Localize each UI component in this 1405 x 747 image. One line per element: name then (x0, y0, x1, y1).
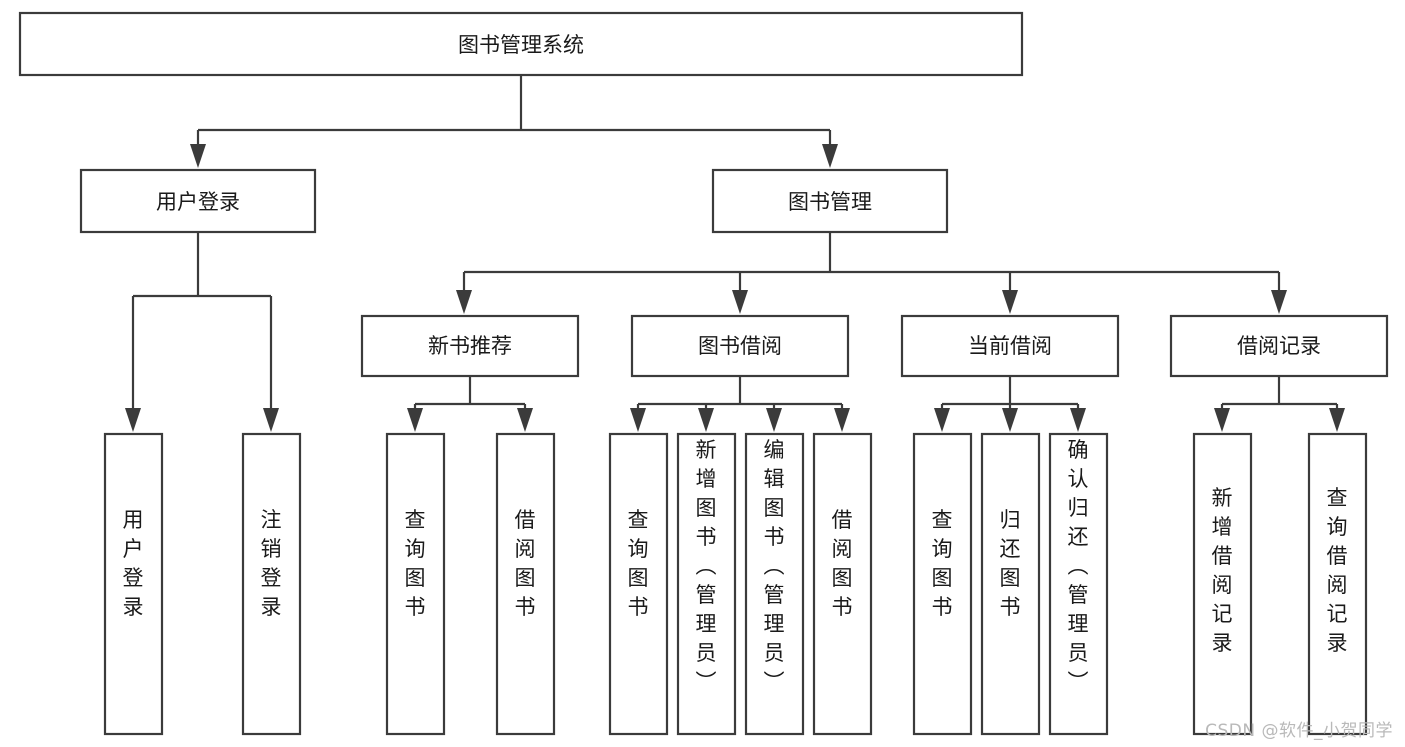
connector-borrowrecord-to-leaves (1214, 376, 1345, 432)
leaf-node-bb-edit-book-label: 编辑图书︵管理员︶ (764, 438, 785, 694)
leaf-node-bb-add-book-label: 新增图书︵管理员︶ (696, 438, 717, 694)
arrow-head-leaf-logout (263, 408, 279, 432)
node-new-book-recommend[interactable]: 新书推荐 (360, 314, 580, 378)
arrow-head-nb-query (407, 408, 423, 432)
leaf-node-nb-borrow-book[interactable]: 借阅图书 (495, 432, 556, 736)
connector-userlogin-to-leaves (125, 233, 279, 432)
leaf-node-cb-query-book[interactable]: 查询图书 (912, 432, 973, 736)
arrow-head-book-borrow (732, 290, 748, 314)
connector-bookborrow-to-leaves (630, 376, 850, 432)
connector-newbook-to-leaves (407, 376, 533, 432)
leaf-node-br-add-record[interactable]: 新增借阅记录 (1192, 432, 1253, 736)
leaf-node-br-query-record[interactable]: 查询借阅记录 (1307, 432, 1368, 736)
leaf-node-nb-borrow-book-box (495, 432, 556, 736)
arrow-head-user-login (190, 144, 206, 168)
leaf-node-user-login-box (103, 432, 164, 736)
arrow-head-cb-query (934, 408, 950, 432)
leaf-node-bb-edit-book[interactable]: 编辑图书︵管理员︶ (744, 432, 805, 736)
leaf-node-cb-confirm-return-label: 确认归还︵管理员︶ (1068, 438, 1089, 694)
arrow-head-bb-edit (766, 408, 782, 432)
connector-currentborrow-to-leaves (934, 376, 1086, 432)
leaf-node-bb-query-book[interactable]: 查询图书 (608, 432, 669, 736)
leaf-node-br-add-record-label: 新增借阅记录 (1212, 486, 1233, 655)
arrow-head-leaf-user-login (125, 408, 141, 432)
leaf-node-bb-add-book[interactable]: 新增图书︵管理员︶ (676, 432, 737, 736)
leaf-node-bb-query-book-label: 查询图书 (628, 508, 649, 619)
arrow-head-new-book (456, 290, 472, 314)
arrow-head-br-query (1329, 408, 1345, 432)
leaf-node-nb-query-book[interactable]: 查询图书 (385, 432, 446, 736)
arrow-head-book-manage (822, 144, 838, 168)
leaf-node-cb-query-book-box (912, 432, 973, 736)
leaf-node-cb-query-book-label: 查询图书 (932, 508, 953, 619)
leaf-node-bb-borrow-book[interactable]: 借阅图书 (812, 432, 873, 736)
leaf-node-cb-return-book-box (980, 432, 1041, 736)
connector-root-to-level2 (190, 76, 838, 168)
leaf-node-cb-return-book[interactable]: 归还图书 (980, 432, 1041, 736)
leaf-node-br-query-record-box (1307, 432, 1368, 736)
leaf-node-user-login[interactable]: 用户登录 (103, 432, 164, 736)
arrow-head-borrow-record (1271, 290, 1287, 314)
node-borrow-record-box (1169, 314, 1389, 378)
node-user-login[interactable]: 用户登录 (79, 168, 317, 234)
arrow-head-nb-borrow (517, 408, 533, 432)
arrow-head-bb-add (698, 408, 714, 432)
node-borrow-record-label: 借阅记录 (1237, 334, 1321, 358)
node-user-login-box (79, 168, 317, 234)
arrow-head-cb-return (1002, 408, 1018, 432)
leaf-node-br-add-record-box (1192, 432, 1253, 736)
node-root-system-label: 图书管理系统 (458, 33, 584, 57)
csdn-watermark: CSDN @软件_小贺同学 (1205, 721, 1393, 741)
node-current-borrow-box (900, 314, 1120, 378)
node-book-borrow[interactable]: 图书借阅 (630, 314, 850, 378)
leaf-node-cb-confirm-return-box (1048, 432, 1109, 736)
arrow-head-br-add (1214, 408, 1230, 432)
node-current-borrow-label: 当前借阅 (968, 334, 1052, 358)
leaf-node-cb-confirm-return[interactable]: 确认归还︵管理员︶ (1048, 432, 1109, 736)
node-new-book-recommend-label: 新书推荐 (428, 334, 512, 358)
leaf-node-nb-borrow-book-label: 借阅图书 (515, 508, 536, 619)
leaf-node-nb-query-book-box (385, 432, 446, 736)
node-new-book-recommend-box (360, 314, 580, 378)
node-borrow-record[interactable]: 借阅记录 (1169, 314, 1389, 378)
leaf-node-logout[interactable]: 注销登录 (241, 432, 302, 736)
node-book-manage-box (711, 168, 949, 234)
leaf-node-bb-borrow-book-label: 借阅图书 (832, 508, 853, 619)
node-current-borrow[interactable]: 当前借阅 (900, 314, 1120, 378)
arrow-head-cb-confirm (1070, 408, 1086, 432)
leaf-node-bb-edit-book-box (744, 432, 805, 736)
node-book-borrow-box (630, 314, 850, 378)
node-root-system-box (18, 11, 1024, 77)
arrow-head-bb-query (630, 408, 646, 432)
arrow-head-bb-borrow (834, 408, 850, 432)
leaf-node-nb-query-book-label: 查询图书 (405, 508, 426, 619)
leaf-node-logout-label: 注销登录 (261, 508, 282, 619)
leaf-node-logout-box (241, 432, 302, 736)
node-book-manage[interactable]: 图书管理 (711, 168, 949, 234)
node-user-login-label: 用户登录 (156, 190, 240, 214)
leaf-node-bb-borrow-book-box (812, 432, 873, 736)
connector-bookmanage-to-level3 (456, 233, 1287, 314)
leaf-node-user-login-label: 用户登录 (123, 508, 144, 619)
node-book-manage-label: 图书管理 (788, 190, 872, 214)
leaf-node-bb-query-book-box (608, 432, 669, 736)
leaf-node-br-query-record-label: 查询借阅记录 (1327, 486, 1348, 655)
node-book-borrow-label: 图书借阅 (698, 334, 782, 358)
leaf-node-bb-add-book-box (676, 432, 737, 736)
node-root-system[interactable]: 图书管理系统 (18, 11, 1024, 77)
leaf-node-cb-return-book-label: 归还图书 (1000, 508, 1021, 619)
arrow-head-current-borrow (1002, 290, 1018, 314)
